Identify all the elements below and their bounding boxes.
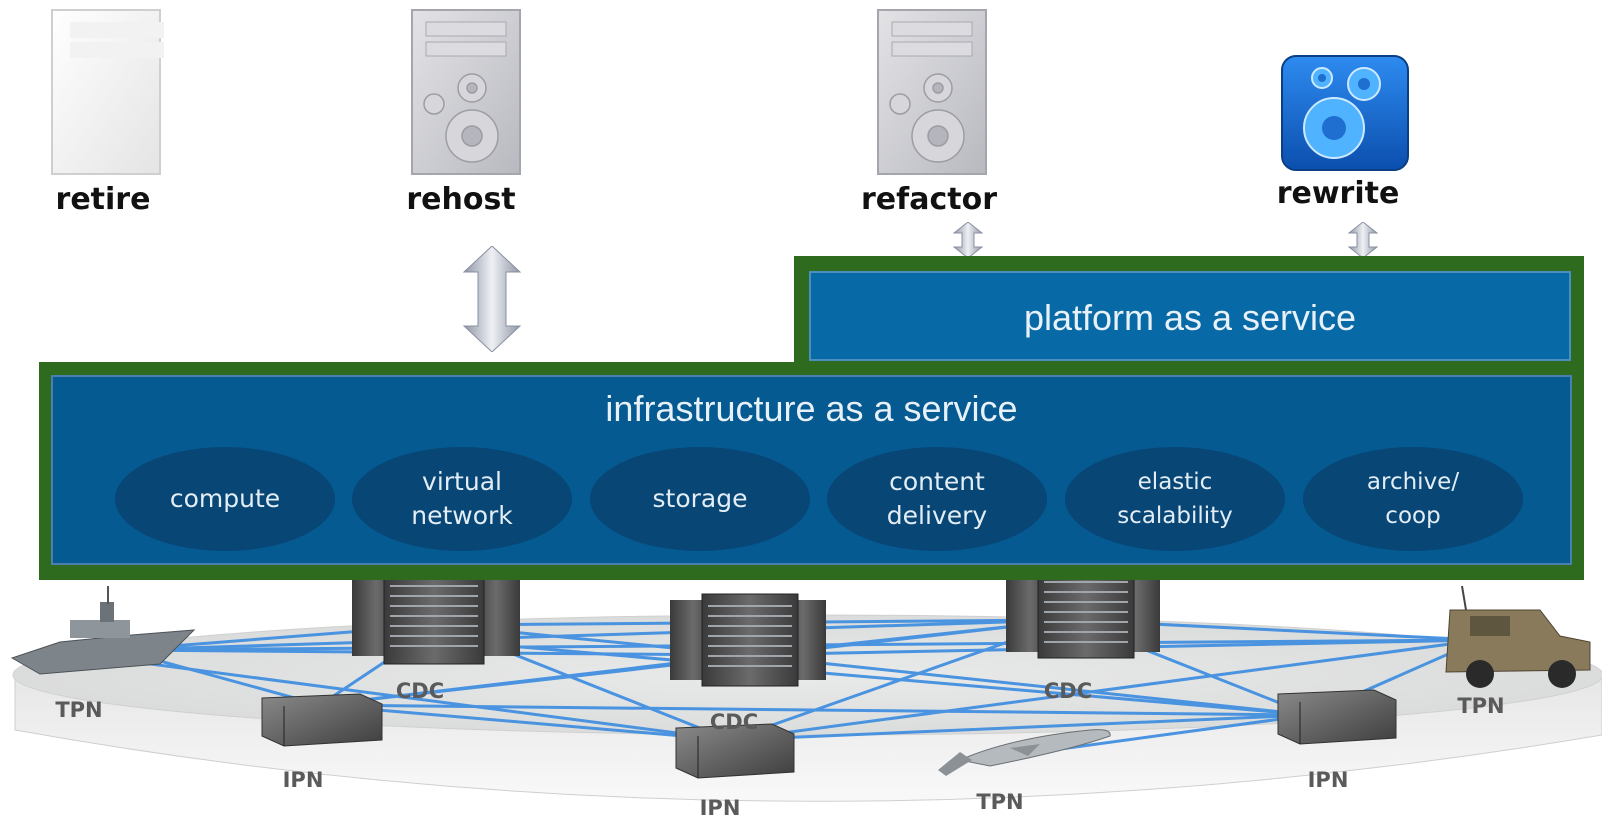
- ship-icon: [10, 586, 196, 675]
- blank-document-icon: [51, 9, 164, 175]
- server-gears-icon: [877, 9, 987, 175]
- military-vehicle-icon: [1445, 585, 1591, 688]
- service-virtual-network: virtual network: [352, 447, 572, 551]
- node-label-tpn-drone: TPN: [976, 790, 1024, 814]
- server-gears-icon: [411, 9, 521, 175]
- node-label-ipn-2: IPN: [699, 796, 741, 820]
- double-arrow-icon: [953, 222, 983, 258]
- service-compute: compute: [115, 447, 335, 551]
- ipn-node-box: [261, 693, 383, 747]
- service-storage: storage: [590, 447, 810, 551]
- ipn-node-box: [1277, 689, 1397, 745]
- cdc-server-rack: [352, 580, 520, 665]
- node-label-ipn-3: IPN: [1307, 768, 1349, 792]
- drone-icon: [938, 729, 1111, 776]
- node-label-ipn-1: IPN: [282, 768, 324, 792]
- service-elastic-scalability: elastic scalability: [1065, 447, 1285, 551]
- double-arrow-icon: [462, 246, 522, 352]
- node-label-cdc-3: CDC: [1043, 679, 1093, 703]
- strategies-row: retire rehost refactor: [0, 0, 1602, 352]
- cdc-server-rack: [1006, 580, 1160, 659]
- node-label-cdc-2: CDC: [709, 710, 759, 734]
- strategy-refactor-label: refactor: [861, 182, 997, 217]
- network-platform: [10, 580, 1602, 802]
- paas-title: platform as a service: [1023, 297, 1357, 338]
- iaas-title: infrastructure as a service: [605, 388, 1018, 429]
- node-label-tpn-vehicle: TPN: [1457, 694, 1505, 718]
- strategy-retire-label: retire: [55, 182, 151, 217]
- strategy-rewrite-label: rewrite: [1276, 176, 1400, 211]
- double-arrow-icon: [1348, 222, 1378, 258]
- node-label-cdc-1: CDC: [395, 679, 445, 703]
- strategy-rehost-label: rehost: [406, 182, 516, 217]
- service-content-delivery: content delivery: [827, 447, 1047, 551]
- service-archive-coop: archive/ coop: [1303, 447, 1523, 551]
- paas-layer: [809, 271, 1571, 361]
- cdc-server-rack: [670, 593, 826, 687]
- node-label-tpn-ship: TPN: [55, 698, 103, 722]
- blue-gears-icon: [1281, 55, 1409, 171]
- ipn-node-box: [675, 723, 795, 779]
